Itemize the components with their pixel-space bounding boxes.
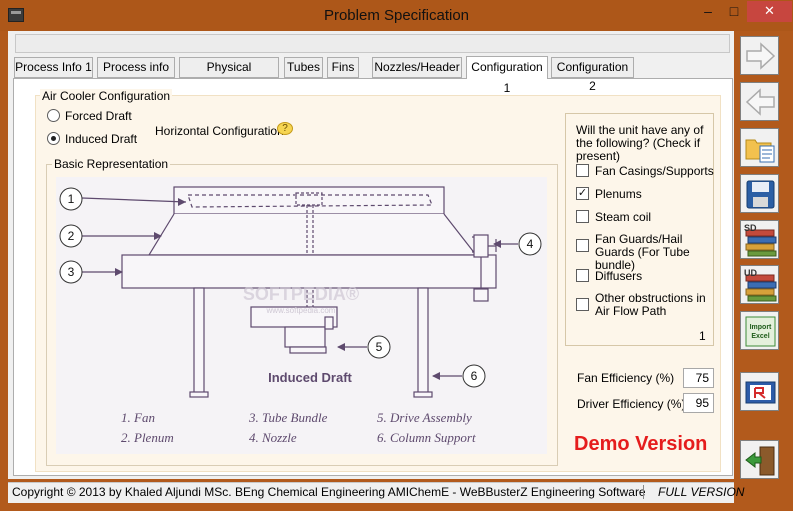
legend-item-tube-bundle: 3. Tube Bundle [248, 410, 328, 425]
callout-3: 3 [68, 265, 75, 279]
driver-efficiency-input[interactable]: 95 [683, 393, 714, 413]
steam-coil-checkbox[interactable] [576, 210, 589, 223]
tab-tubes[interactable]: Tubes [284, 57, 323, 78]
legend-item-column-support: 6. Column Support [377, 430, 476, 445]
fan-hub-shape [295, 192, 323, 206]
sd-button[interactable]: SD [740, 220, 779, 259]
app-icon[interactable] [8, 8, 24, 22]
maximize-button[interactable]: □ [729, 3, 739, 19]
tab-configuration-1[interactable]: Configuration 1 [466, 56, 548, 95]
close-button[interactable]: ✕ [747, 1, 792, 22]
induced-draft-radio[interactable] [47, 132, 60, 145]
back-button[interactable] [740, 82, 779, 121]
air-cooler-diagram: 1 2 3 4 5 6 Induced Draft SOFTPEDIA® www… [56, 177, 547, 454]
legend-item-plenum: 2. Plenum [121, 430, 174, 445]
fan-housing-shape [173, 186, 445, 215]
save-disk-icon [746, 180, 775, 209]
air-cooler-config-legend: Air Cooler Configuration [40, 89, 173, 103]
callout-line-1 [81, 197, 187, 203]
steam-coil-label[interactable]: Steam coil [595, 210, 652, 224]
next-button[interactable] [740, 36, 779, 75]
diagram-svg: 1 2 3 4 5 6 Induced Draft SOFTPEDIA® www… [59, 186, 542, 445]
report-button[interactable] [740, 372, 779, 411]
callout-2: 2 [68, 229, 75, 243]
driver-efficiency-label: Driver Efficiency (%) [577, 397, 686, 411]
tab-process-info-2[interactable]: Process info 2 [97, 57, 175, 93]
forced-draft-radio[interactable] [47, 109, 60, 122]
header-strip [15, 34, 730, 53]
tab-nozzles-header[interactable]: Nozzles/Header [372, 57, 462, 78]
copyright-text: Copyright © 2013 by Khaled Aljundi MSc. … [12, 485, 646, 499]
horizontal-config-label: Horizontal Configuration [155, 124, 284, 138]
fan-casings-checkbox[interactable] [576, 164, 589, 177]
drive-motor-shape [284, 326, 326, 348]
open-button[interactable] [740, 128, 779, 167]
presence-checklist-group [565, 113, 714, 346]
window-title: Problem Specification [323, 7, 470, 24]
diffusers-label[interactable]: Diffusers [595, 269, 643, 283]
other-obstructions-label[interactable]: Other obstructions in Air Flow Path [595, 291, 706, 318]
legend-item-fan: 1. Fan [121, 410, 155, 425]
callout-6: 6 [471, 369, 478, 383]
ud-books-icon: UD [744, 268, 777, 302]
check-mark-icon: ✓ [577, 187, 588, 199]
demo-version-label: Demo Version [574, 433, 708, 455]
ud-button[interactable]: UD [740, 265, 779, 304]
plenums-checkbox[interactable]: ✓ [576, 187, 589, 200]
presence-count: 1 [699, 329, 706, 343]
watermark-sub: www.softpedia.com [266, 306, 336, 315]
tab-physical-properties[interactable]: Physical Properties [179, 57, 279, 93]
tab-fins[interactable]: Fins [327, 57, 359, 78]
exit-door-icon [745, 446, 775, 476]
back-arrow-icon [745, 88, 775, 116]
import-excel-icon: Import Excel [745, 316, 776, 347]
nozzle-bottom-shape [473, 288, 489, 302]
column-right-shape [417, 287, 429, 396]
fan-efficiency-input[interactable]: 75 [683, 368, 714, 388]
fan-guards-checkbox[interactable] [576, 239, 589, 252]
diffusers-checkbox[interactable] [576, 269, 589, 282]
nozzle-flange-shape [473, 234, 489, 258]
callout-4: 4 [527, 237, 534, 251]
column-left-shape [193, 287, 205, 396]
help-icon[interactable]: ? [277, 122, 293, 135]
callout-1: 1 [68, 192, 75, 206]
fan-casings-label[interactable]: Fan Casings/Supports [595, 164, 714, 178]
open-folder-icon [745, 139, 775, 163]
induced-draft-label[interactable]: Induced Draft [65, 132, 138, 146]
next-arrow-icon [746, 42, 776, 70]
status-bar [8, 482, 734, 503]
basic-representation-frame [46, 164, 558, 466]
minimize-button[interactable]: – [704, 3, 712, 19]
svg-text:UD: UD [744, 268, 757, 278]
forced-draft-label[interactable]: Forced Draft [65, 109, 132, 123]
tab-configuration-2[interactable]: Configuration 2 [551, 57, 634, 93]
svg-text:SD: SD [744, 223, 757, 233]
basic-representation-legend: Basic Representation [52, 157, 171, 171]
tube-bundle-shape [121, 254, 497, 289]
report-icon [745, 381, 776, 404]
sd-books-icon: SD [744, 223, 777, 257]
callout-5: 5 [376, 340, 383, 354]
diagram-title: Induced Draft [268, 370, 352, 385]
svg-text:Import: Import [750, 324, 772, 331]
watermark: SOFTPEDIA® [243, 284, 359, 304]
version-label: FULL VERSION [658, 485, 745, 499]
exit-button[interactable] [740, 440, 779, 479]
status-separator [643, 485, 644, 499]
presence-question: Will the unit have any of the following?… [576, 123, 704, 163]
legend-item-drive-assembly: 5. Drive Assembly [377, 410, 472, 425]
plenums-label[interactable]: Plenums [595, 187, 642, 201]
title-bar [0, 0, 793, 31]
legend-item-nozzle: 4. Nozzle [249, 430, 297, 445]
tab-process-info-1[interactable]: Process Info 1 [14, 57, 93, 78]
save-button[interactable] [740, 174, 779, 213]
fan-efficiency-label: Fan Efficiency (%) [577, 371, 675, 385]
other-obstructions-checkbox[interactable] [576, 298, 589, 311]
import-excel-button[interactable]: Import Excel [740, 311, 779, 350]
fan-guards-label[interactable]: Fan Guards/Hail Guards (For Tube bundle) [595, 232, 690, 272]
svg-text:Excel: Excel [751, 333, 769, 340]
